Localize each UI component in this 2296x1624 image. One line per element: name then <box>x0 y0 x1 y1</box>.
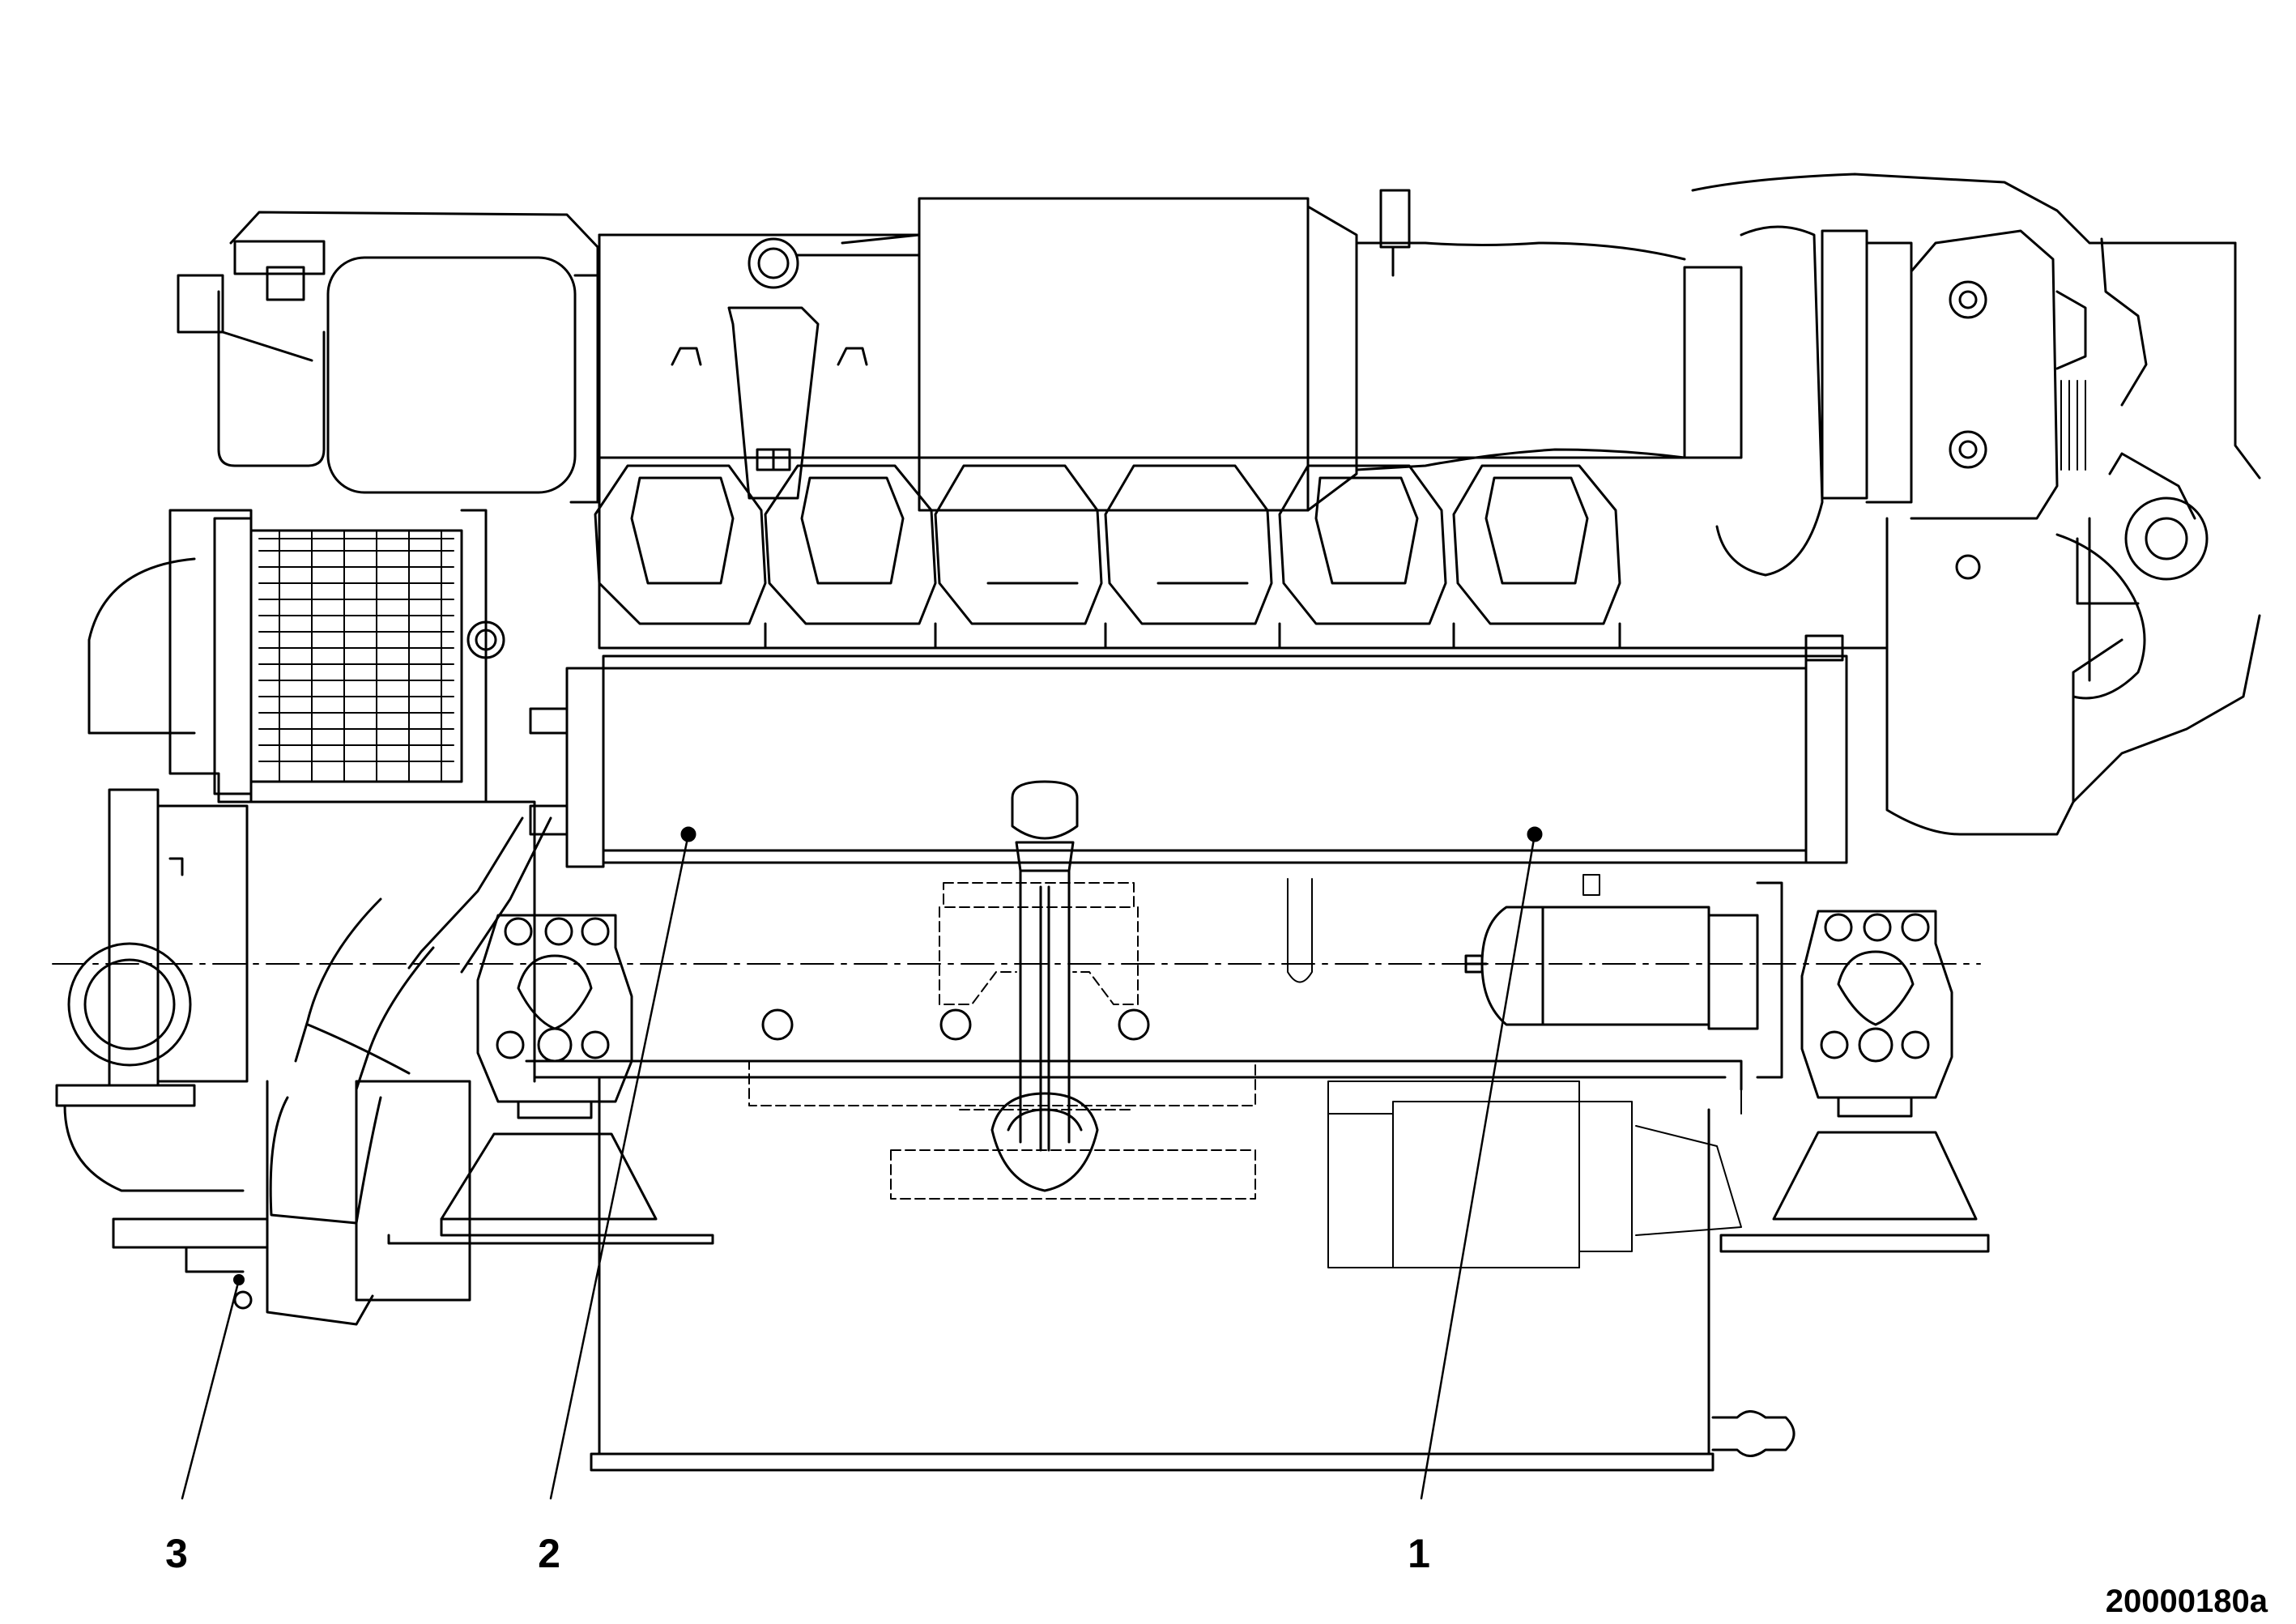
callout-label-2: 2 <box>538 1531 560 1576</box>
phantom-components <box>748 882 1256 1200</box>
figure-id: 20000180a <box>2106 1584 2268 1619</box>
callout-label-3: 3 <box>165 1531 188 1576</box>
lifting-eye <box>727 233 921 500</box>
water-pump-housing <box>55 788 536 1326</box>
cylinder-heads <box>594 233 1889 650</box>
turbocharger <box>1683 173 2261 577</box>
alternator-outline <box>1327 1081 1742 1268</box>
callout-anchor-2 <box>683 829 694 840</box>
starter-motor <box>1464 881 1783 1079</box>
callout-label-1: 1 <box>1408 1531 1430 1576</box>
flywheel-housing <box>1885 452 2261 836</box>
small-fittings <box>1287 874 1742 1115</box>
callout-anchor-3 <box>233 1274 245 1285</box>
air-intake-box <box>918 189 1686 512</box>
charge-air-pipe <box>269 816 552 1302</box>
intercooler <box>87 509 505 803</box>
oil-cooler <box>529 634 1848 868</box>
fuel-filter-assembly <box>177 211 599 504</box>
engine-mount-right <box>1719 910 1990 1253</box>
callout-anchor-1 <box>1529 829 1540 840</box>
callout-leaders <box>181 833 1536 1500</box>
